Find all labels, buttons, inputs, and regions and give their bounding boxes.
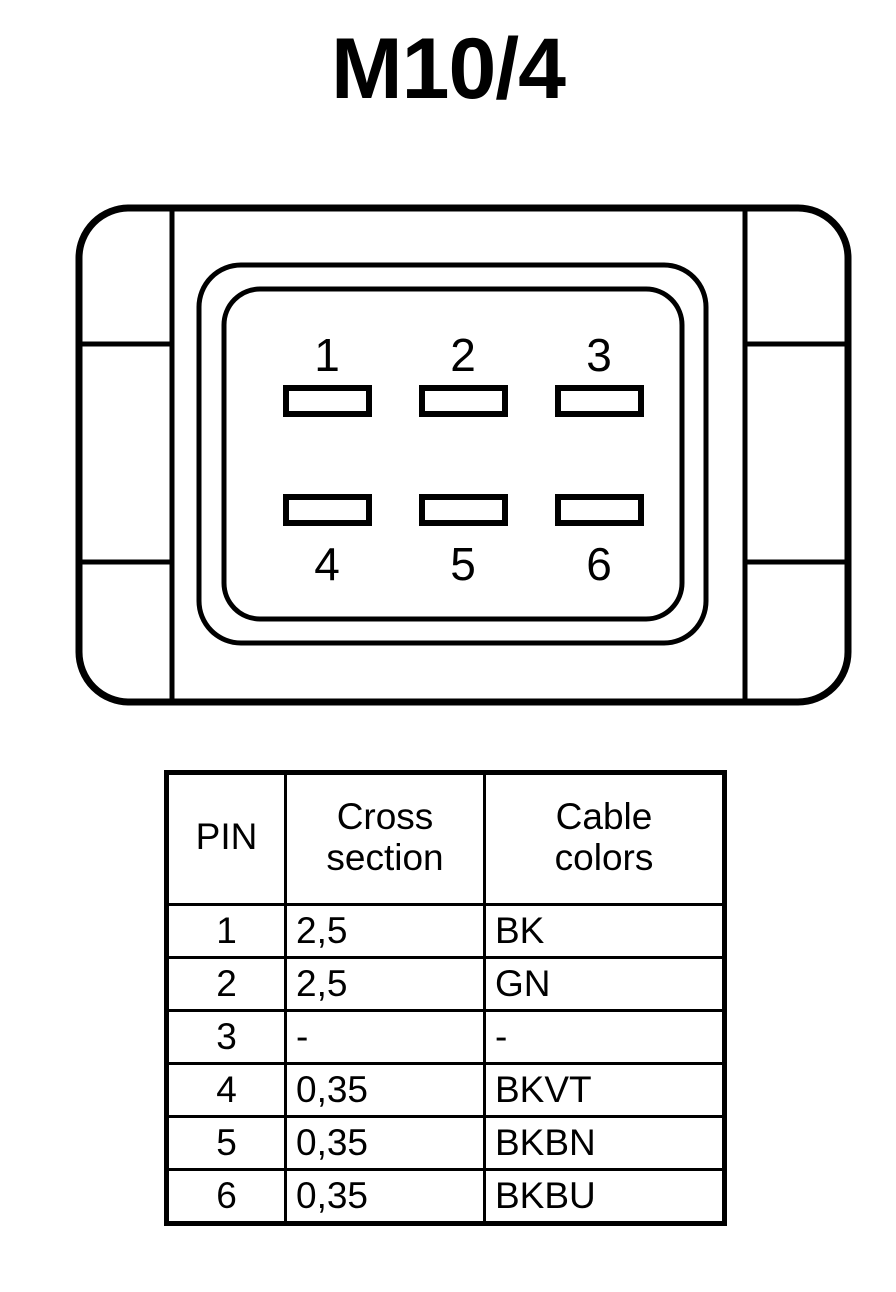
pin-slot-1[interactable] <box>283 385 372 417</box>
column-header-cross-section-line-1: Cross <box>336 795 434 837</box>
cell-pin: 1 <box>165 903 287 959</box>
cell-cross-section: 0,35 <box>284 1115 486 1171</box>
cell-cable-colors: BK <box>483 903 726 959</box>
table-row: 6 0,35 BKBU <box>165 1168 726 1225</box>
pin-slot-6[interactable] <box>555 494 644 526</box>
pinout-table: PIN Cross section Cable colors 1 2,5 BK … <box>164 770 727 1226</box>
table-row: 3 - - <box>165 1009 726 1065</box>
column-header-pin-line-1: PIN <box>195 816 258 858</box>
pin-number-label-6: 6 <box>586 538 612 590</box>
cell-cable-colors: BKBN <box>483 1115 726 1171</box>
table-row: 5 0,35 BKBN <box>165 1115 726 1171</box>
cell-cross-section: 2,5 <box>284 956 486 1012</box>
pin-slot-2[interactable] <box>419 385 508 417</box>
pin-number-label-4: 4 <box>314 538 340 590</box>
column-header-cable-colors-line-2: colors <box>554 837 654 878</box>
cell-cross-section: 0,35 <box>284 1168 486 1225</box>
column-header-cable-colors-line-1: Cable <box>555 795 653 837</box>
cell-pin: 2 <box>165 956 287 1012</box>
cell-pin: 5 <box>165 1115 287 1171</box>
cell-cross-section: 2,5 <box>284 903 486 959</box>
pin-slot-5[interactable] <box>419 494 508 526</box>
cell-cable-colors: BKVT <box>483 1062 726 1118</box>
table-row: 1 2,5 BK <box>165 903 726 959</box>
pin-number-label-1: 1 <box>314 329 340 381</box>
cell-cross-section: - <box>284 1009 486 1065</box>
column-header-cross-section-line-2: section <box>326 837 444 878</box>
table-header-row: PIN Cross section Cable colors <box>165 771 726 906</box>
page-title: M10/4 <box>330 21 566 117</box>
pin-number-label-3: 3 <box>586 329 612 381</box>
table-row: 2 2,5 GN <box>165 956 726 1012</box>
cell-pin: 6 <box>165 1168 287 1225</box>
cell-cable-colors: GN <box>483 956 726 1012</box>
pin-slot-3[interactable] <box>555 385 644 417</box>
cell-cross-section: 0,35 <box>284 1062 486 1118</box>
pin-number-label-5: 5 <box>450 538 476 590</box>
table-row: 4 0,35 BKVT <box>165 1062 726 1118</box>
connector-diagram: 1 2 3 4 5 6 <box>60 185 860 715</box>
cell-pin: 4 <box>165 1062 287 1118</box>
pin-number-label-2: 2 <box>450 329 476 381</box>
column-header-cross-section: Cross section <box>284 771 486 906</box>
cell-pin: 3 <box>165 1009 287 1065</box>
column-header-pin: PIN <box>165 771 287 906</box>
pin-slot-4[interactable] <box>283 494 372 526</box>
cell-cable-colors: - <box>483 1009 726 1065</box>
column-header-cable-colors: Cable colors <box>483 771 726 906</box>
connector-inner-cavity <box>221 286 685 622</box>
cell-cable-colors: BKBU <box>483 1168 726 1225</box>
